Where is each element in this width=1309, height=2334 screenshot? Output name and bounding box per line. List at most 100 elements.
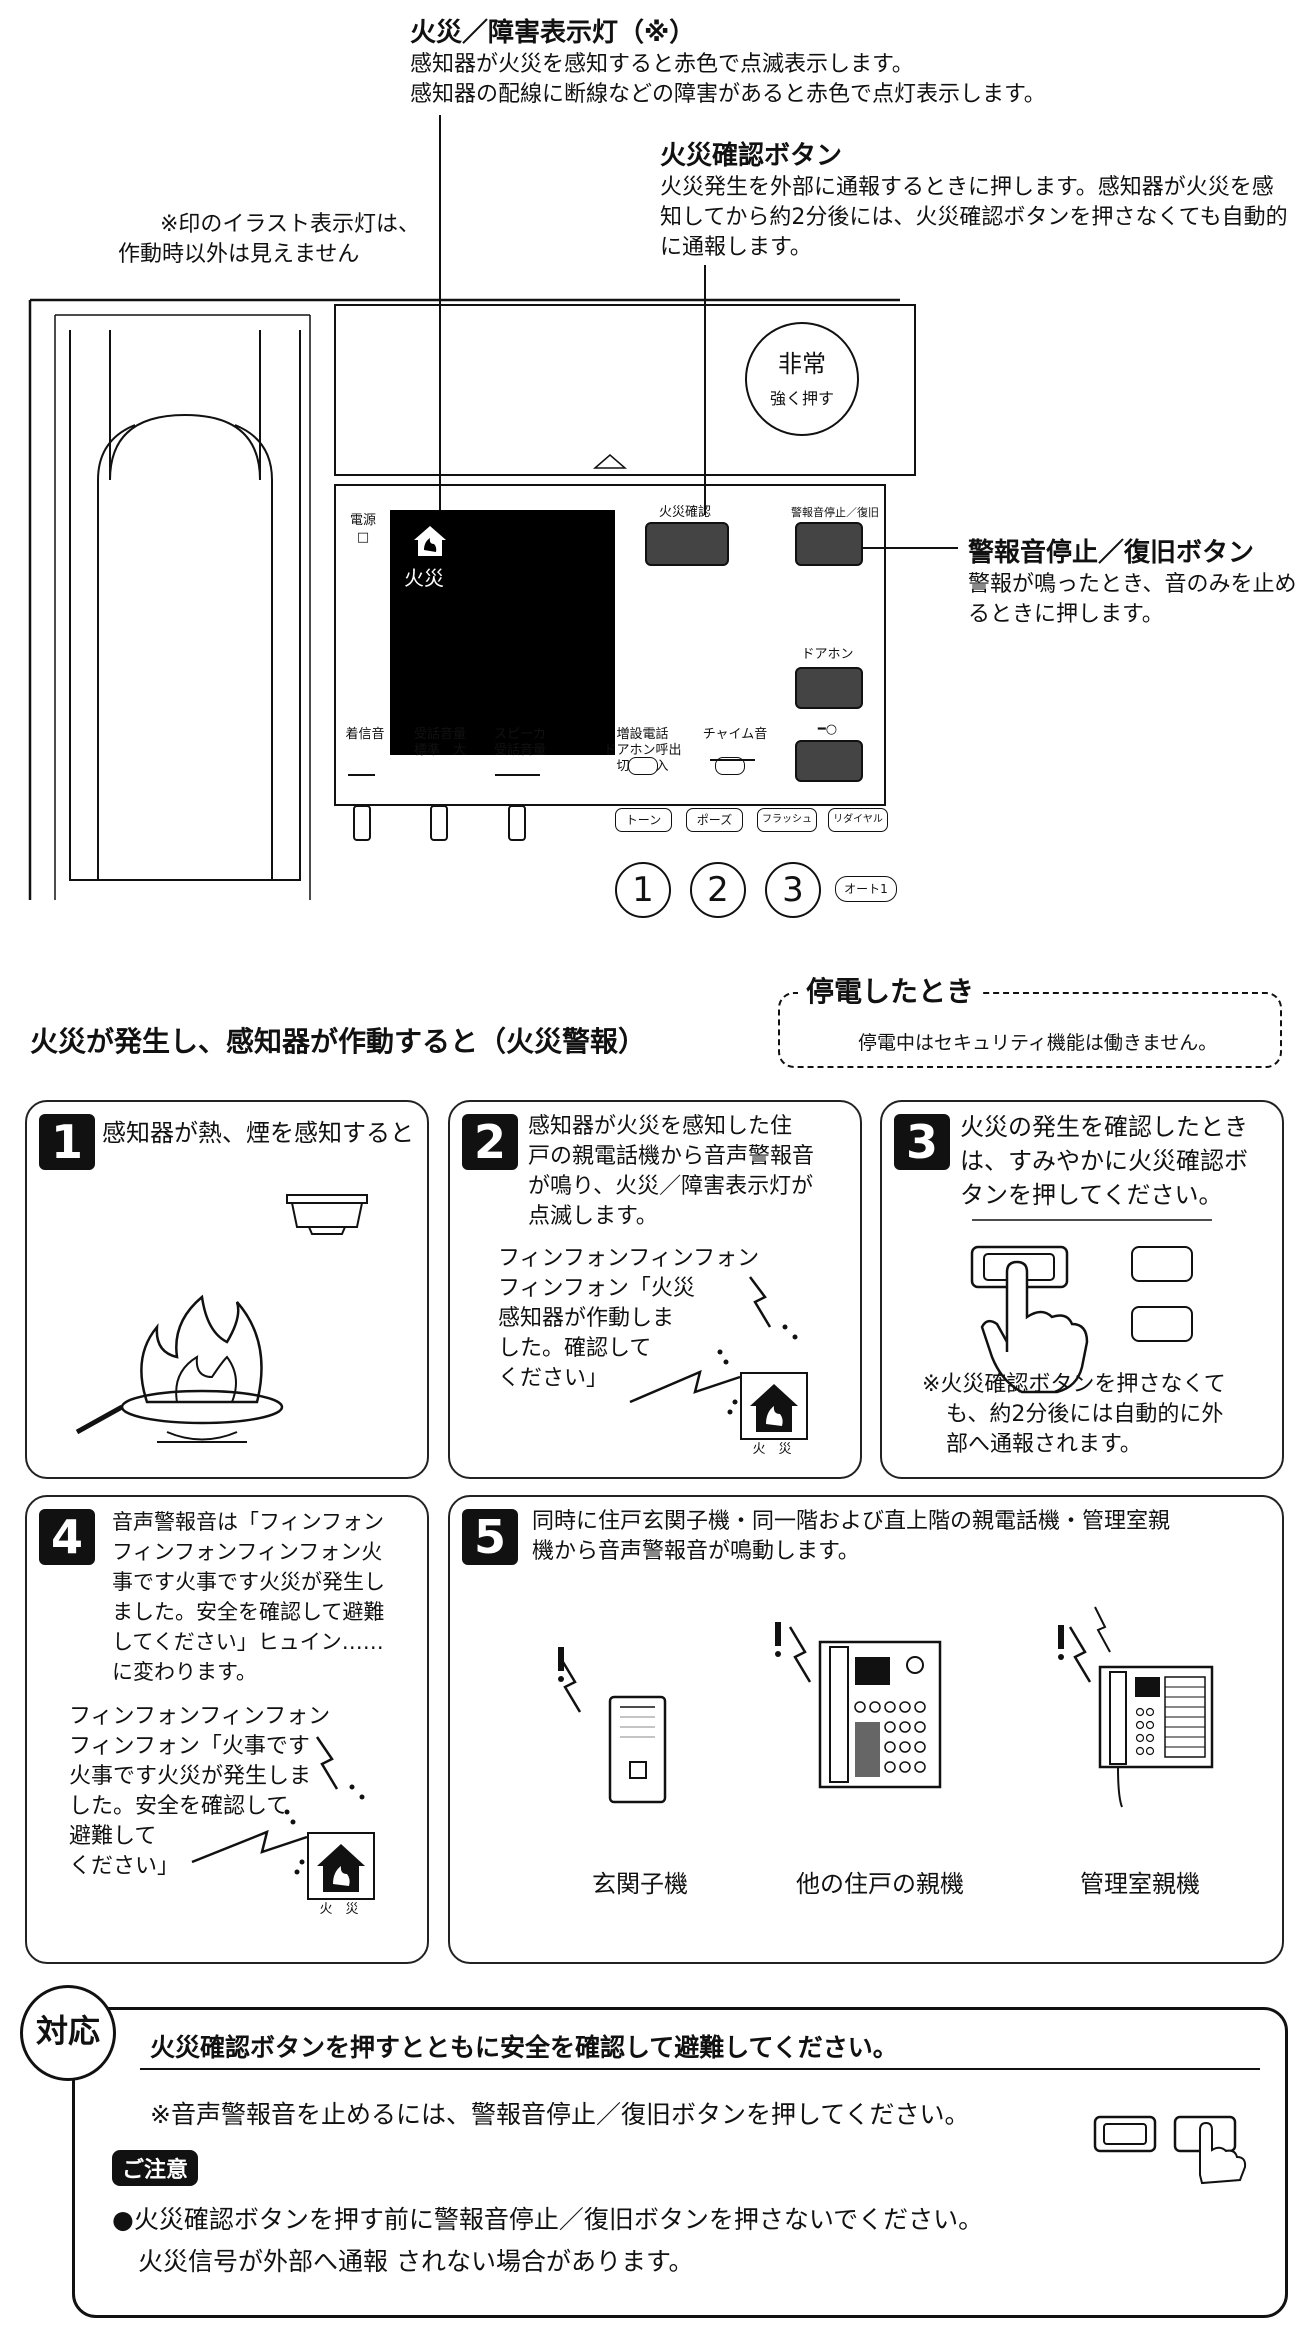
other-unit-phone-label: 他の住戸の親機 [796, 1870, 964, 1898]
digit-3-button[interactable]: 3 [765, 862, 821, 918]
step-1-text: 感知器が熱、煙を感知すると [102, 1119, 414, 1147]
emergency-label: 非常 [778, 350, 826, 378]
response-main: 火災確認ボタンを押すとともに安全を確認して避難してください。 [150, 2033, 898, 2062]
step-2-number: 2 [462, 1114, 518, 1170]
tone-button[interactable]: トーン [615, 808, 672, 832]
receiver-volume-sub: 標準 大 [413, 743, 466, 758]
step-3-note-3: 部へ通報されます。 [946, 1432, 1142, 1457]
fire-confirm-button[interactable] [645, 522, 729, 566]
caution-label: ご注意 [112, 2150, 199, 2186]
response-badge: 対応 [20, 1985, 116, 2081]
key-label: ━○ [817, 722, 838, 737]
entrance-unit-label: 玄関子機 [592, 1870, 688, 1898]
emergency-button[interactable]: 非常 強く押す [745, 322, 859, 436]
response-divider [140, 2068, 1260, 2070]
fire-confirm-label: 火災確認 [658, 505, 711, 520]
management-phone-icon [1058, 1606, 1214, 1808]
step-2-speech-5: ください」 [498, 1366, 609, 1391]
confirm-desc-2: 知してから約2分後には、火災確認ボタンを押さなくても自動的 [660, 205, 1288, 230]
indicator-desc-2: 感知器の配線に断線などの障害があると赤色で点灯表示します。 [410, 82, 1046, 107]
caution-line-1: ●火災確認ボタンを押す前に警報音停止／復旧ボタンを押さないでください。 [112, 2205, 984, 2234]
step-3-number: 3 [894, 1114, 950, 1170]
confirm-desc-1: 火災発生を外部に通報するときに押します。感知器が火災を感 [660, 175, 1274, 200]
step-5-number: 5 [462, 1509, 518, 1565]
step-4-line-3: 事です火事です火災が発生し [112, 1570, 385, 1594]
alarm-zigzag-icon [629, 1276, 798, 1415]
chime-switch[interactable] [715, 757, 745, 775]
step-4-line-2: フィンフォンフィンフォン火 [112, 1540, 383, 1564]
illustration-note-2: 作動時以外は見えません [118, 242, 360, 267]
step-4-speech-3: 火事です火災が発生しま [69, 1764, 312, 1789]
step-5-line-2: 機から音声警報音が鳴動します。 [532, 1539, 860, 1564]
flash-button[interactable]: フラッシュ [757, 808, 817, 832]
step-3-line-1: 火災の発生を確認したとき [960, 1113, 1248, 1141]
fire-alarm-icon [307, 1832, 375, 1900]
doorphone-label: ドアホン [801, 647, 854, 662]
power-led: □ [356, 530, 370, 545]
step-5-line-1: 同時に住戸玄関子機・同一階および直上階の親電話機・管理室親 [532, 1509, 1171, 1534]
power-outage-title: 停電したとき [798, 970, 983, 1010]
section-headline: 火災が発生し、感知器が作動すると（火災警報） [30, 1025, 647, 1058]
ringer-label: 着信音 [345, 727, 385, 742]
speaker-volume-slider[interactable] [508, 805, 526, 841]
step-5-box: 5 同時に住戸玄関子機・同一階および直上階の親電話機・管理室親 機から音声警報音… [448, 1495, 1284, 1964]
extension-switch[interactable] [628, 757, 658, 775]
illustration-note-1: ※印のイラスト表示灯は、 [160, 212, 420, 237]
power-outage-box [778, 992, 1282, 1068]
step-2-line-1: 感知器が火災を感知した住 [528, 1114, 793, 1139]
extension-label: 増設電話 [616, 727, 669, 742]
digit-2-button[interactable]: 2 [690, 862, 746, 918]
press-button-hand-icon [970, 1219, 1212, 1394]
confirm-title: 火災確認ボタン [660, 141, 843, 171]
redial-button[interactable]: リダイヤル [828, 808, 888, 832]
management-phone-label: 管理室親機 [1080, 1870, 1200, 1898]
step-1-box: 1 感知器が熱、煙を感知すると [25, 1100, 429, 1479]
lock-button[interactable] [795, 740, 863, 782]
step-3-line-3: タンを押してください。 [960, 1181, 1223, 1209]
confirm-desc-3: に通報します。 [660, 235, 812, 260]
fire-alarm-icon [740, 1372, 808, 1440]
slider-marks [348, 759, 755, 776]
auto-1-button[interactable]: オート1 [835, 876, 897, 902]
step-2-speech-1: フィンフォンフィンフォン [498, 1246, 760, 1271]
response-sub: ※音声警報音を止めるには、警報音停止／復旧ボタンを押してください。 [150, 2100, 970, 2129]
ringer-slider[interactable] [353, 805, 371, 841]
alarm-stop-label: 警報音停止／復旧 [791, 506, 879, 519]
step-4-speech-5: 避難して [69, 1824, 157, 1849]
lcd-display: 火災 [390, 510, 615, 755]
receiver-volume-slider[interactable] [430, 805, 448, 841]
step-2-speech-4: した。確認して [498, 1336, 652, 1361]
chime-label: チャイム音 [702, 727, 768, 742]
fire-alarm-icon-label: 火 災 [752, 1442, 792, 1457]
stop-desc-2: るときに押します。 [968, 602, 1164, 627]
step-4-number: 4 [39, 1509, 95, 1565]
smoke-detector-fire-icon [75, 1194, 368, 1443]
doorphone-button[interactable] [795, 667, 863, 709]
step-4-line-6: に変わります。 [112, 1660, 257, 1684]
indicator-title: 火災／障害表示灯（※） [410, 18, 696, 48]
step-4-line-5: してください」ヒュイン…… [112, 1630, 384, 1654]
step-4-speech-6: ください」 [69, 1854, 180, 1879]
indicator-desc-1: 感知器が火災を感知すると赤色で点滅表示します。 [410, 52, 914, 77]
step-2-speech-2: フィンフォン「火災 [498, 1276, 695, 1301]
step-2-speech-3: 感知器が作動しま [498, 1306, 675, 1331]
step-4-box: 4 音声警報音は「フィンフォン フィンフォンフィンフォン火 事です火事です火災が… [25, 1495, 429, 1964]
step-4-line-1: 音声警報音は「フィンフォン [112, 1510, 384, 1534]
step-1-number: 1 [39, 1114, 95, 1170]
step-2-line-3: が鳴り、火災／障害表示灯が [528, 1174, 814, 1199]
step-4-speech-1: フィンフォンフィンフォン [69, 1704, 331, 1729]
fire-house-icon [414, 526, 446, 556]
other-unit-phone-icon [775, 1622, 942, 1789]
doorphone-call-label: ドアホン呼出 [603, 743, 682, 758]
entrance-unit-icon [558, 1647, 667, 1804]
emergency-sublabel: 強く押す [769, 389, 834, 408]
digit-1-button[interactable]: 1 [615, 862, 671, 918]
step-4-line-4: ました。安全を確認して避難 [112, 1600, 385, 1624]
response-box [72, 2007, 1288, 2318]
stop-title: 警報音停止／復旧ボタン [968, 538, 1255, 568]
pause-button[interactable]: ポーズ [686, 808, 743, 832]
step-2-line-2: 戸の親電話機から音声警報音 [528, 1144, 815, 1169]
power-label: 電源 [349, 513, 376, 528]
alarm-stop-button[interactable] [795, 522, 863, 566]
caution-line-2: 火災信号が外部へ通報 されない場合があります。 [138, 2247, 694, 2276]
